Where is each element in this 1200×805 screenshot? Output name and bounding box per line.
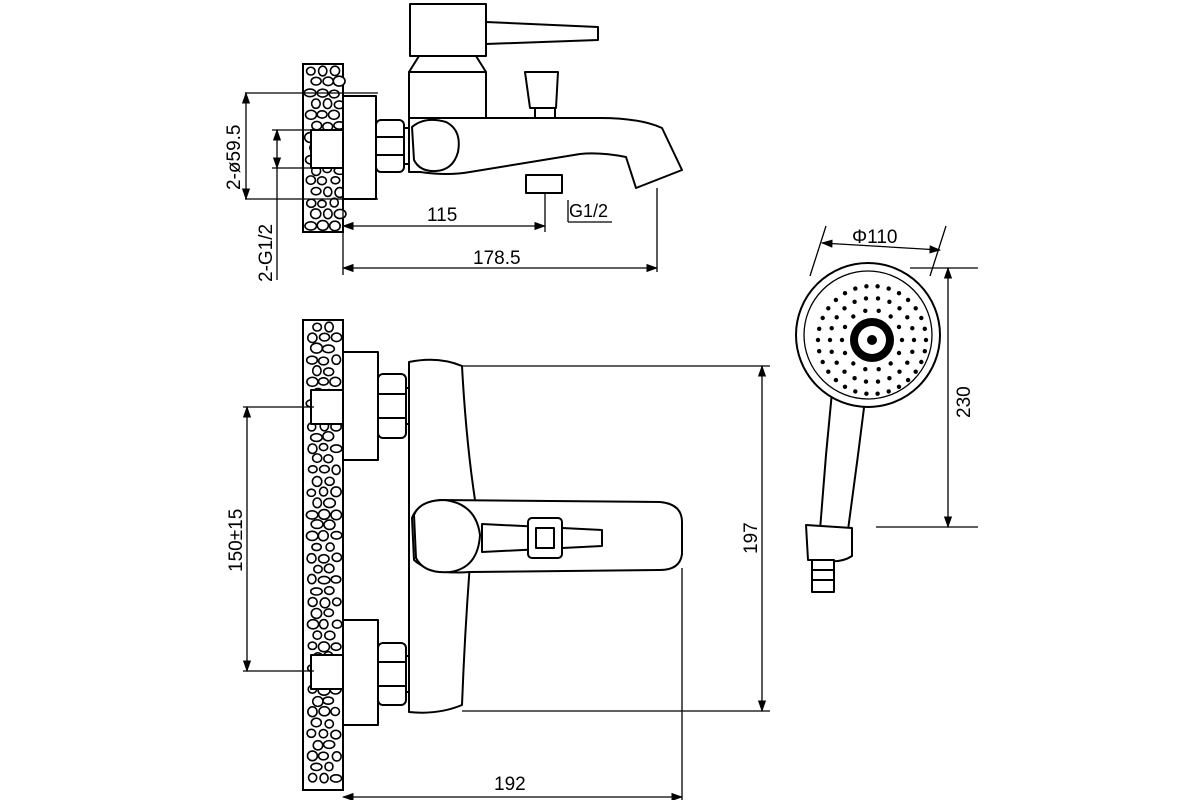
label-197: 197 bbox=[741, 522, 762, 554]
shower-mount bbox=[805, 524, 853, 563]
outlet-side bbox=[525, 174, 563, 194]
flange-side bbox=[342, 95, 377, 200]
dim-diameter-59-5: 2-ø59.5 bbox=[224, 91, 378, 201]
dim-115: 115 bbox=[341, 193, 547, 275]
label-150: 150±15 bbox=[226, 509, 247, 572]
dim-shower-diameter: Φ110 bbox=[809, 225, 947, 277]
lever-front bbox=[481, 517, 603, 559]
label-shower-length: 230 bbox=[954, 386, 975, 418]
upper-connection bbox=[310, 351, 415, 461]
label-178-5: 178.5 bbox=[473, 248, 521, 269]
side-view: 2-ø59.5 2-G1/2 115 G1/2 178.5 bbox=[224, 3, 683, 282]
dim-178-5: 178.5 bbox=[341, 188, 659, 273]
nut-side bbox=[375, 119, 413, 173]
dim-192: 192 bbox=[341, 568, 684, 802]
callout-g12: G1/2 bbox=[567, 200, 612, 223]
diverter-knob-side bbox=[524, 71, 559, 109]
dim-197: 197 bbox=[462, 364, 770, 713]
dim-thread-2-g12: 2-G1/2 bbox=[256, 128, 312, 282]
eccentric-fitting-side bbox=[310, 129, 344, 169]
shower-handle bbox=[819, 391, 867, 531]
lever-side bbox=[409, 3, 599, 57]
label-thread-2-g12: 2-G1/2 bbox=[256, 224, 277, 282]
front-view: 150±15 197 192 bbox=[226, 319, 770, 802]
hand-shower: Φ110 230 bbox=[795, 225, 978, 593]
label-shower-diameter: Φ110 bbox=[852, 227, 897, 248]
cartridge-side bbox=[408, 71, 487, 119]
label-diameter-59-5: 2-ø59.5 bbox=[224, 125, 245, 190]
knob-front bbox=[413, 499, 481, 574]
label-115: 115 bbox=[427, 205, 457, 226]
label-g12: G1/2 bbox=[569, 201, 608, 221]
dim-shower-length: 230 bbox=[876, 266, 978, 529]
label-192: 192 bbox=[494, 774, 526, 795]
knob-side bbox=[411, 118, 460, 173]
dim-150: 150±15 bbox=[226, 405, 314, 673]
